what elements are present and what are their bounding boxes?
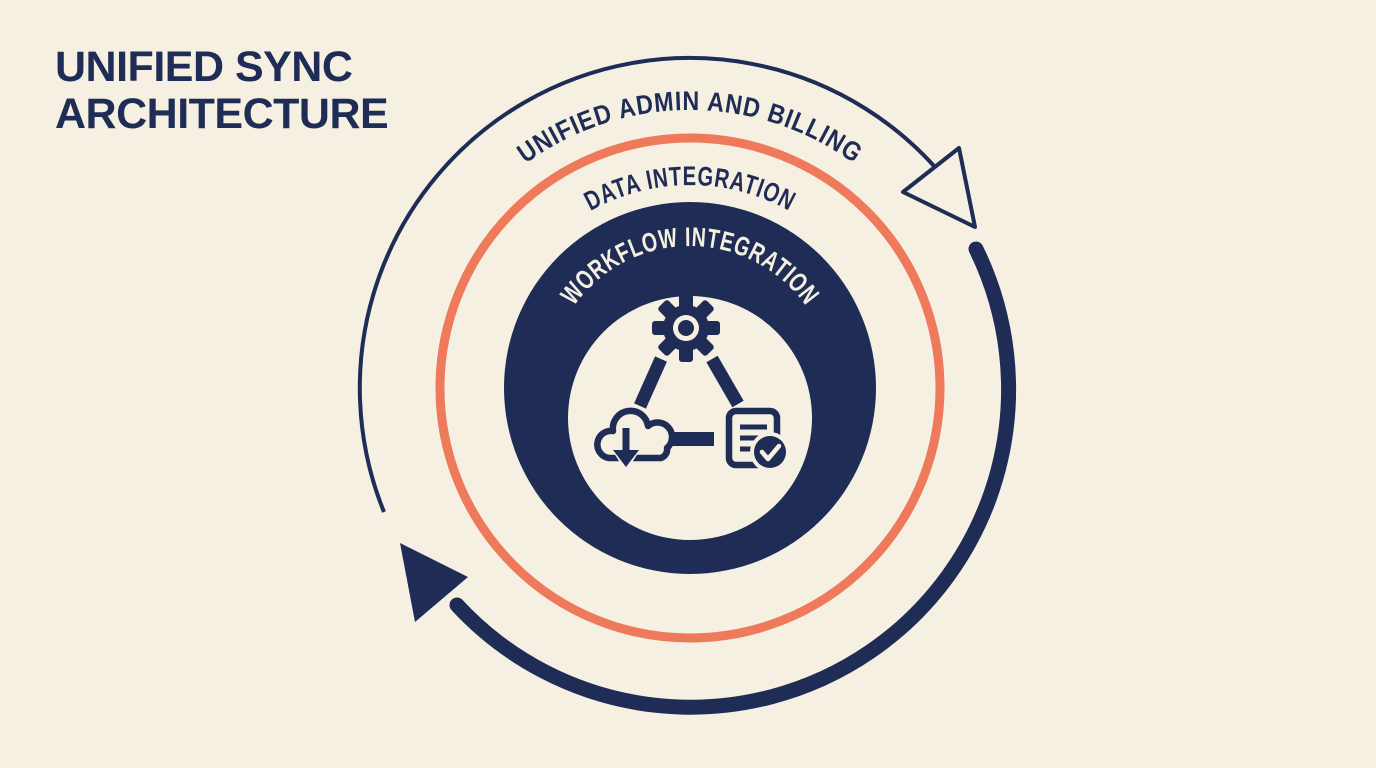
data-integration-ring [435,133,945,643]
title-line-2: ARCHITECTURE [55,90,389,138]
workflow-icons [594,294,790,472]
outer-cycle-arc [357,55,952,513]
cloud-download-icon [594,407,676,472]
document-check-icon [725,407,790,472]
ring-label-unified-admin-and-billing: UNIFIED ADMIN AND BILLING [512,86,868,169]
page-title: UNIFIED SYNC ARCHITECTURE [55,43,389,138]
inner-cycle-arc [449,241,1017,715]
diagram-core [568,296,812,540]
connector-gear-cloud [634,356,667,409]
gear-icon [652,294,720,362]
connector-gear-document [706,355,744,408]
title-line-1: UNIFIED SYNC [55,43,353,91]
inner-cycle-arrowhead-icon [400,543,468,622]
outer-cycle-arrowhead-icon [901,146,977,229]
